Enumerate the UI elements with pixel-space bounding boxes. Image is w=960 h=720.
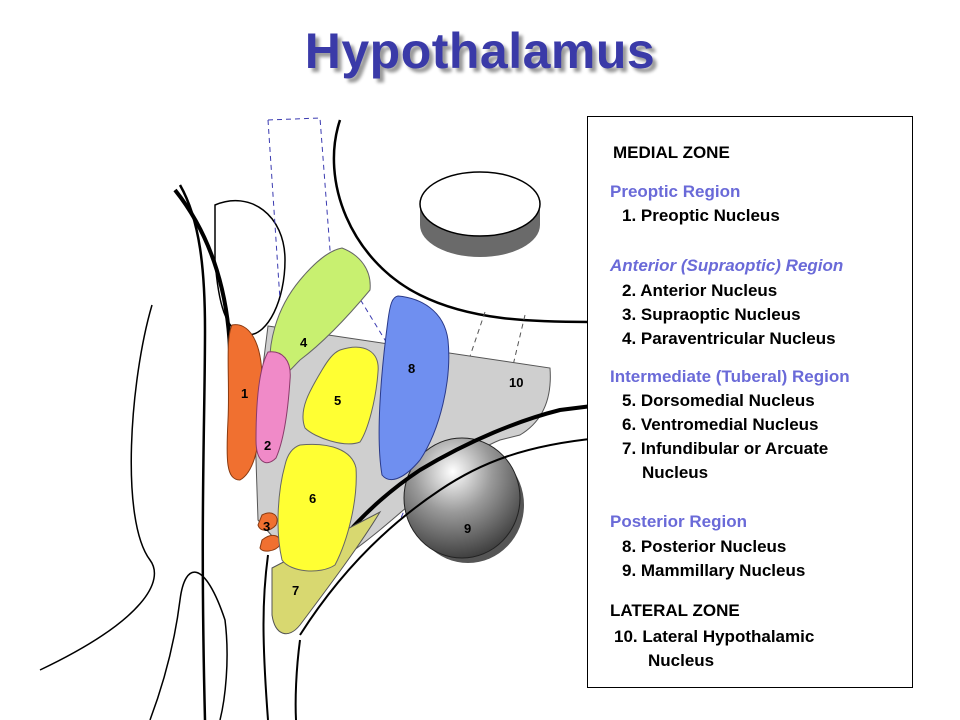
legend-item-5: 5. Dorsomedial Nucleus bbox=[622, 391, 815, 410]
region-label-1: 1 bbox=[241, 386, 248, 401]
preoptic-nucleus bbox=[226, 324, 263, 481]
region-label-6: 6 bbox=[309, 491, 316, 506]
region-label-7: 7 bbox=[292, 583, 299, 598]
region-label-10: 10 bbox=[509, 375, 523, 390]
region-label-5: 5 bbox=[334, 393, 341, 408]
dorsomedial-nucleus bbox=[302, 346, 379, 445]
stalk-right bbox=[294, 639, 301, 720]
thick-arc bbox=[173, 188, 232, 351]
lateral-zone-heading: LATERAL ZONE bbox=[610, 601, 740, 620]
supraoptic-nucleus-lower bbox=[259, 534, 281, 552]
legend-item-6: 6. Ventromedial Nucleus bbox=[622, 415, 819, 434]
legend-item-9: 9. Mammillary Nucleus bbox=[622, 561, 806, 580]
ventricle-dashed-inner bbox=[267, 119, 281, 301]
anterior-nucleus bbox=[255, 351, 291, 463]
infundibular-nucleus bbox=[271, 510, 382, 635]
anterior-region-heading: Anterior (Supraoptic) Region bbox=[610, 256, 844, 275]
left-outline-curve-outer bbox=[39, 304, 156, 671]
region-label-3: 3 bbox=[263, 519, 270, 534]
preoptic-region-heading: Preoptic Region bbox=[610, 182, 741, 201]
brain-outline-curve bbox=[332, 119, 591, 324]
legend-box: MEDIAL ZONE Preoptic Region 1. Preoptic … bbox=[587, 116, 913, 688]
legend-item-2: 2. Anterior Nucleus bbox=[622, 281, 778, 300]
optic-structure bbox=[214, 199, 286, 336]
page-title: Hypothalamus bbox=[304, 23, 656, 79]
posterior-nucleus bbox=[378, 295, 450, 480]
lower-outline-curve bbox=[149, 571, 228, 720]
pineal-disc bbox=[419, 171, 541, 237]
region-label-4: 4 bbox=[300, 335, 308, 350]
legend-item-7: 7. Infundibular or Arcuate bbox=[622, 439, 829, 458]
legend-item-7-cont: Nucleus bbox=[642, 463, 709, 482]
legend-item-1: 1. Preoptic Nucleus bbox=[622, 206, 780, 225]
stalk-left bbox=[262, 554, 269, 720]
mammillary-body bbox=[403, 437, 521, 559]
legend-item-10: 10. Lateral Hypothalamic bbox=[614, 627, 815, 646]
ventricle-dashed-outline bbox=[267, 117, 441, 521]
region-label-9: 9 bbox=[464, 521, 471, 536]
medial-zone-heading: MEDIAL ZONE bbox=[613, 143, 730, 162]
region-label-8: 8 bbox=[408, 361, 415, 376]
ventromedial-nucleus bbox=[277, 443, 357, 572]
left-outline-curve bbox=[178, 184, 207, 720]
legend-item-4: 4. Paraventricular Nucleus bbox=[622, 329, 836, 348]
legend-item-8: 8. Posterior Nucleus bbox=[622, 537, 787, 556]
posterior-region-heading: Posterior Region bbox=[610, 512, 747, 531]
intermediate-region-heading: Intermediate (Tuberal) Region bbox=[610, 367, 850, 386]
region-label-2: 2 bbox=[264, 438, 271, 453]
supraoptic-nucleus-upper bbox=[257, 512, 278, 531]
legend-item-10-cont: Nucleus bbox=[648, 651, 715, 670]
infundibulum-inner bbox=[299, 437, 601, 636]
legend-item-3: 3. Supraoptic Nucleus bbox=[622, 305, 801, 324]
